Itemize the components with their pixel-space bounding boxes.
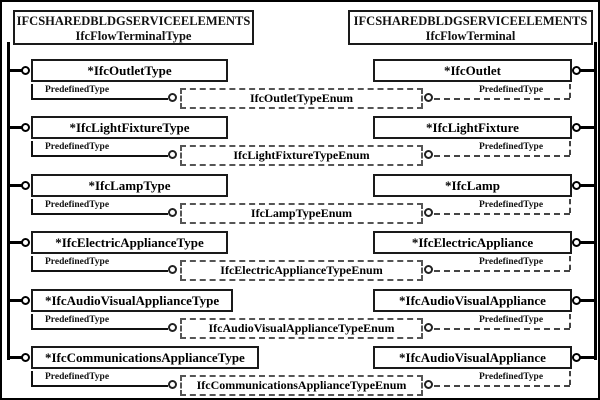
left-aggregation-circle-icon	[168, 323, 177, 332]
right-aggregation-circle-icon	[424, 208, 433, 217]
left-attr-line	[31, 213, 168, 215]
right-aggregation-circle-icon	[424, 93, 433, 102]
right-attr-label: PredefinedType	[479, 372, 544, 382]
left-attr-corner-line	[31, 256, 33, 270]
right-bus-connector-line	[580, 69, 596, 72]
left-aggregation-circle-icon	[168, 208, 177, 217]
left-attr-label: PredefinedType	[45, 142, 110, 152]
right-attr-label: PredefinedType	[479, 142, 544, 152]
right-attr-dashed-line	[434, 213, 570, 215]
enum-box: IfcElectricApplianceTypeEnum	[180, 260, 423, 281]
right-entity-box: *IfcAudioVisualAppliance	[373, 289, 572, 312]
right-entity-box: *IfcAudioVisualAppliance	[373, 346, 572, 369]
right-attr-corner-line	[569, 199, 571, 213]
right-attr-corner-line	[569, 371, 571, 385]
left-aggregation-circle-icon	[168, 380, 177, 389]
right-bus-connector-line	[580, 184, 596, 187]
left-entity-box: *IfcLightFixtureType	[31, 116, 228, 139]
right-attr-dashed-line	[434, 98, 570, 100]
right-attr-dashed-line	[434, 270, 570, 272]
diagram-row: *IfcCommunicationsApplianceType Predefin…	[2, 346, 598, 398]
right-entity-box: *IfcOutlet	[373, 59, 572, 82]
schema-header-left: IFCSHAREDBLDGSERVICEELEMENTS IfcFlowTerm…	[13, 10, 254, 45]
right-entity-box: *IfcElectricAppliance	[373, 231, 572, 254]
enum-box: IfcOutletTypeEnum	[180, 88, 423, 109]
left-attr-corner-line	[31, 199, 33, 213]
right-bus-connector-line	[580, 356, 596, 359]
left-aggregation-circle-icon	[168, 265, 177, 274]
left-entity-box: *IfcOutletType	[31, 59, 228, 82]
schema-header-right: IFCSHAREDBLDGSERVICEELEMENTS IfcFlowTerm…	[348, 10, 593, 45]
diagram-row: *IfcOutletType PredefinedType IfcOutletT…	[2, 59, 598, 111]
left-bus-connector-line	[7, 356, 23, 359]
right-aggregation-circle-icon	[424, 323, 433, 332]
left-aggregation-circle-icon	[168, 150, 177, 159]
left-attr-line	[31, 98, 168, 100]
left-bus-connector-line	[7, 241, 23, 244]
left-entity-box: *IfcAudioVisualApplianceType	[31, 289, 234, 312]
left-attr-label: PredefinedType	[45, 257, 110, 267]
left-attr-corner-line	[31, 141, 33, 155]
left-attr-label: PredefinedType	[45, 200, 110, 210]
left-attr-line	[31, 270, 168, 272]
enum-box: IfcLampTypeEnum	[180, 203, 423, 224]
schema-name: IFCSHAREDBLDGSERVICEELEMENTS	[353, 14, 588, 28]
left-attr-line	[31, 155, 168, 157]
left-bus-line	[7, 42, 10, 360]
left-attr-label: PredefinedType	[45, 315, 110, 325]
left-entity-box: *IfcElectricApplianceType	[31, 231, 228, 254]
left-attr-line	[31, 385, 168, 387]
left-bus-connector-circle-icon	[21, 296, 30, 305]
left-bus-connector-circle-icon	[21, 66, 30, 75]
right-entity-box: *IfcLightFixture	[373, 116, 572, 139]
schema-entity-name: IfcFlowTerminalType	[75, 29, 192, 43]
left-attr-corner-line	[31, 84, 33, 98]
schema-entity-name: IfcFlowTerminal	[425, 29, 516, 43]
right-bus-connector-line	[580, 241, 596, 244]
left-aggregation-circle-icon	[168, 93, 177, 102]
right-aggregation-circle-icon	[424, 150, 433, 159]
diagram-row: *IfcLampType PredefinedType IfcLampTypeE…	[2, 174, 598, 226]
enum-box: IfcCommunicationsApplianceTypeEnum	[180, 375, 423, 396]
right-aggregation-circle-icon	[424, 380, 433, 389]
diagram-row: *IfcElectricApplianceType PredefinedType…	[2, 231, 598, 283]
left-attr-label: PredefinedType	[45, 372, 110, 382]
right-attr-label: PredefinedType	[479, 257, 544, 267]
left-bus-connector-line	[7, 299, 23, 302]
enum-box: IfcLightFixtureTypeEnum	[180, 145, 423, 166]
left-bus-connector-line	[7, 126, 23, 129]
schema-name: IFCSHAREDBLDGSERVICEELEMENTS	[16, 14, 251, 28]
diagram-row: *IfcAudioVisualApplianceType PredefinedT…	[2, 289, 598, 341]
enum-box: IfcAudioVisualApplianceTypeEnum	[180, 318, 423, 339]
diagram-row: *IfcLightFixtureType PredefinedType IfcL…	[2, 116, 598, 168]
right-attr-corner-line	[569, 314, 571, 328]
left-entity-box: *IfcCommunicationsApplianceType	[31, 346, 259, 369]
right-attr-corner-line	[569, 141, 571, 155]
left-bus-connector-circle-icon	[21, 181, 30, 190]
right-bus-line	[594, 42, 597, 360]
right-attr-corner-line	[569, 256, 571, 270]
right-attr-dashed-line	[434, 328, 570, 330]
left-entity-box: *IfcLampType	[31, 174, 228, 197]
right-attr-dashed-line	[434, 155, 570, 157]
left-attr-corner-line	[31, 314, 33, 328]
right-bus-connector-line	[580, 126, 596, 129]
left-bus-connector-circle-icon	[21, 353, 30, 362]
left-bus-connector-line	[7, 184, 23, 187]
left-attr-label: PredefinedType	[45, 85, 110, 95]
left-attr-line	[31, 328, 168, 330]
right-bus-connector-line	[580, 299, 596, 302]
left-bus-connector-circle-icon	[21, 123, 30, 132]
right-attr-label: PredefinedType	[479, 200, 544, 210]
right-entity-box: *IfcLamp	[373, 174, 572, 197]
left-bus-connector-circle-icon	[21, 238, 30, 247]
left-bus-connector-line	[7, 69, 23, 72]
right-attr-label: PredefinedType	[479, 315, 544, 325]
right-attr-dashed-line	[434, 385, 570, 387]
right-attr-label: PredefinedType	[479, 85, 544, 95]
right-attr-corner-line	[569, 84, 571, 98]
right-aggregation-circle-icon	[424, 265, 433, 274]
left-attr-corner-line	[31, 371, 33, 385]
